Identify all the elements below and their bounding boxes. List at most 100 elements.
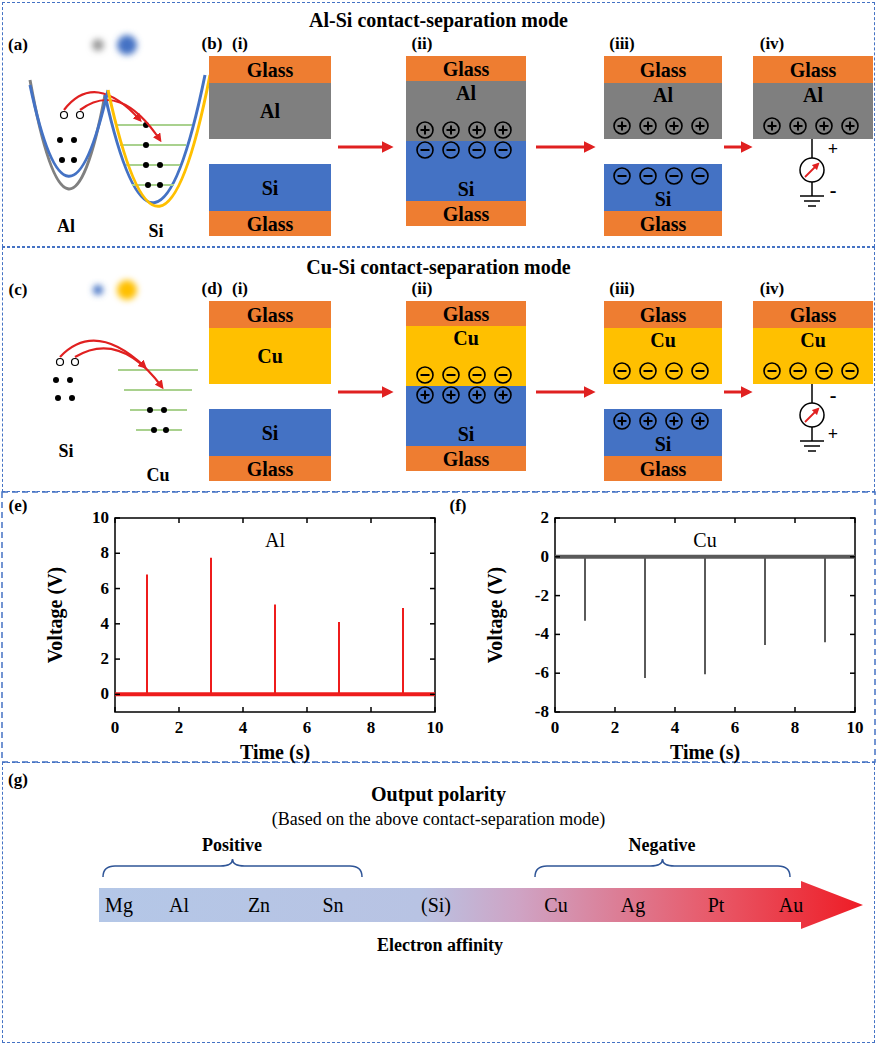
tick-label: 4 (671, 719, 680, 738)
label-text: (a) (8, 36, 28, 55)
layer-box: Glass (604, 301, 722, 328)
axis-tick (306, 518, 308, 523)
label-text: Time (s) (240, 741, 310, 763)
axis-tick (115, 553, 120, 555)
label-text: Positive (202, 836, 262, 856)
layer-name: Glass (640, 59, 687, 81)
voltage-spike (644, 557, 646, 678)
element-symbol: Sn (322, 894, 343, 916)
axis-tick (430, 658, 435, 660)
label-text: (ii) (412, 35, 433, 54)
wire (811, 138, 813, 158)
electron-dot (71, 157, 77, 163)
axis-tick (114, 518, 116, 523)
axis-tick (430, 553, 435, 555)
energy-level (130, 409, 187, 411)
tick-label: -8 (535, 703, 549, 722)
axis-tick (306, 707, 308, 712)
axis-tick (794, 707, 796, 712)
label-text: Al (265, 529, 285, 551)
label-text: + (828, 140, 838, 160)
axis-tick (734, 518, 736, 523)
layer-name: Glass (443, 448, 490, 470)
ground-symbol (804, 200, 820, 202)
panel-region: Cu-Si contact-separation modeGlassCuSiGl… (2, 247, 875, 492)
layer-box: Si (406, 141, 526, 201)
axis-tick (794, 518, 796, 523)
electron-dot (71, 137, 77, 143)
layer-name: Glass (790, 59, 837, 81)
voltage-spike (764, 557, 766, 645)
layer-box: Glass (604, 456, 722, 481)
label-text: Electron affinity (377, 936, 503, 956)
layer-name: Glass (790, 304, 837, 326)
electron-dot (69, 395, 75, 401)
tick-label: 8 (101, 544, 110, 563)
layer-name: Al (456, 82, 476, 104)
gradient-arrow: MgAlZnSn(Si)CuAgPtAu (99, 881, 863, 929)
meter-symbol (800, 158, 824, 182)
label-text: + (828, 425, 838, 445)
tick-label: 6 (303, 719, 312, 738)
layer-box: Cu (753, 328, 873, 384)
layer-name: Cu (650, 329, 676, 351)
axis-tick (555, 595, 560, 597)
label-text: (iv) (760, 35, 785, 54)
electron-dot (57, 137, 63, 143)
voltage-spike (402, 608, 404, 694)
layer-name: Al (803, 84, 823, 106)
electron-dot (161, 407, 167, 413)
panel-border (2, 492, 875, 762)
axis-tick (554, 707, 556, 712)
orbital-ball (93, 285, 103, 295)
tick-label: 8 (791, 719, 800, 738)
layer-name: Glass (247, 304, 294, 326)
meter-needle (805, 409, 818, 422)
tick-label: -2 (535, 586, 549, 605)
element-symbol: Ag (621, 894, 645, 916)
axis-tick (115, 694, 120, 696)
voltage-spike (210, 558, 212, 695)
label-text: Cu (693, 529, 716, 551)
element-symbol: (Si) (421, 894, 451, 916)
voltage-spike (584, 557, 586, 621)
layer-name: Cu (800, 329, 826, 351)
label-text: Voltage (V) (44, 567, 66, 663)
axis-tick (178, 707, 180, 712)
process-arrow (536, 391, 592, 394)
electron-dot (145, 182, 151, 188)
layer-name: Glass (247, 213, 294, 235)
label-text: (d) (202, 280, 223, 299)
layer-box: Si (406, 386, 526, 446)
axis-tick (370, 518, 372, 523)
layer-box: Glass (209, 211, 331, 236)
voltage-spike (274, 604, 276, 694)
electron-dot (157, 182, 163, 188)
electron-dot (59, 157, 65, 163)
layer-box: Glass (209, 301, 331, 328)
tick-label: 2 (101, 650, 110, 669)
orbital-ball (92, 39, 104, 51)
axis-tick (854, 518, 856, 523)
tick-label: 6 (731, 719, 740, 738)
voltage-spike (824, 557, 826, 642)
orbital-ball (117, 280, 137, 300)
axis-tick (242, 518, 244, 523)
axis-tick (370, 707, 372, 712)
wire (811, 182, 813, 196)
axis-tick (555, 556, 560, 558)
axis-tick (734, 707, 736, 712)
element-symbol: Cu (544, 894, 567, 916)
meter-needle (805, 164, 818, 177)
energy-level (136, 429, 182, 431)
layer-name: Si (655, 188, 672, 210)
layer-box: Glass (406, 446, 526, 471)
label-text: Voltage (V) (484, 567, 506, 663)
tick-label: 4 (239, 719, 248, 738)
ground-symbol (800, 195, 824, 197)
potential-well (30, 85, 108, 176)
transfer-arrow (75, 348, 162, 387)
tick-label: 6 (101, 579, 110, 598)
layer-name: Glass (640, 304, 687, 326)
voltage-spike (146, 574, 148, 694)
